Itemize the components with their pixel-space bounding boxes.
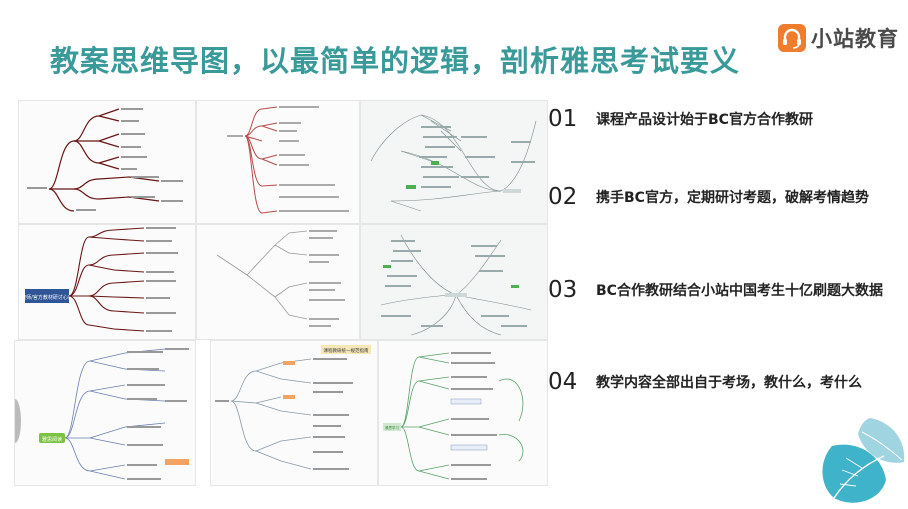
leaf-decoration-icon (822, 418, 905, 503)
mindmap-collage: 教师/官方教材研讨心得 (14, 100, 548, 486)
mindmap-root-label: 雅思阅读 (42, 436, 62, 443)
point-number: 01 (548, 106, 578, 132)
mindmap-lines: 教师/官方教材研讨心得 (21, 227, 178, 332)
mindmap-root-label: 课程教研统一规范指南 (324, 347, 369, 354)
mindmap-lines: 雅思学习 (383, 352, 524, 480)
logo-text: 小站教育 (811, 27, 899, 51)
point-text: BC合作教研结合小站中国考生十亿刷题大数据 (596, 283, 883, 299)
mindmap-thumbnail (196, 100, 360, 224)
mindmap-lines (216, 230, 345, 327)
point-number: 02 (548, 184, 578, 210)
mindmap-thumbnail: 教师/官方教材研讨心得 (18, 224, 196, 340)
mindmap-thumbnail: 雅思学习 (378, 340, 548, 486)
mindmap-root-label: 教师/官方教材研讨心得 (21, 294, 73, 301)
point-number: 04 (548, 369, 578, 395)
mindmap-lines (27, 108, 183, 212)
brand-logo: 小站教育 (778, 23, 899, 53)
point-text: 携手BC官方，定期研讨考题，破解考情趋势 (596, 190, 869, 206)
mindmap-root-label: 雅思学习 (385, 425, 399, 430)
mindmap-lines (227, 106, 349, 214)
mindmap-lines (380, 234, 532, 336)
point-item-03: 03 BC合作教研结合小站中国考生十亿刷题大数据 (548, 277, 883, 303)
mindmap-thumbnail (18, 100, 196, 224)
mindmap-thumbnail: 课程教研统一规范指南 (210, 340, 378, 486)
point-item-04: 04 教学内容全部出自于考场，教什么，考什么 (548, 369, 862, 395)
point-text: 课程产品设计始于BC官方合作教研 (596, 112, 813, 128)
point-item-01: 01 课程产品设计始于BC官方合作教研 (548, 106, 813, 132)
page-title: 教案思维导图，以最简单的逻辑，剖析雅思考试要义 (50, 44, 741, 78)
point-number: 03 (548, 277, 578, 303)
mindmap-thumbnail: 雅思阅读 (14, 340, 196, 486)
mindmap-lines: 雅思阅读 (15, 348, 189, 480)
mindmap-lines (370, 114, 537, 212)
mindmap-thumbnail (360, 100, 548, 224)
point-item-02: 02 携手BC官方，定期研讨考题，破解考情趋势 (548, 184, 869, 210)
headset-icon (778, 24, 806, 52)
mindmap-thumbnail (360, 224, 548, 340)
point-text: 教学内容全部出自于考场，教什么，考什么 (596, 375, 862, 391)
mindmap-lines: 课程教研统一规范指南 (215, 345, 371, 470)
mindmap-thumbnail (196, 224, 360, 340)
